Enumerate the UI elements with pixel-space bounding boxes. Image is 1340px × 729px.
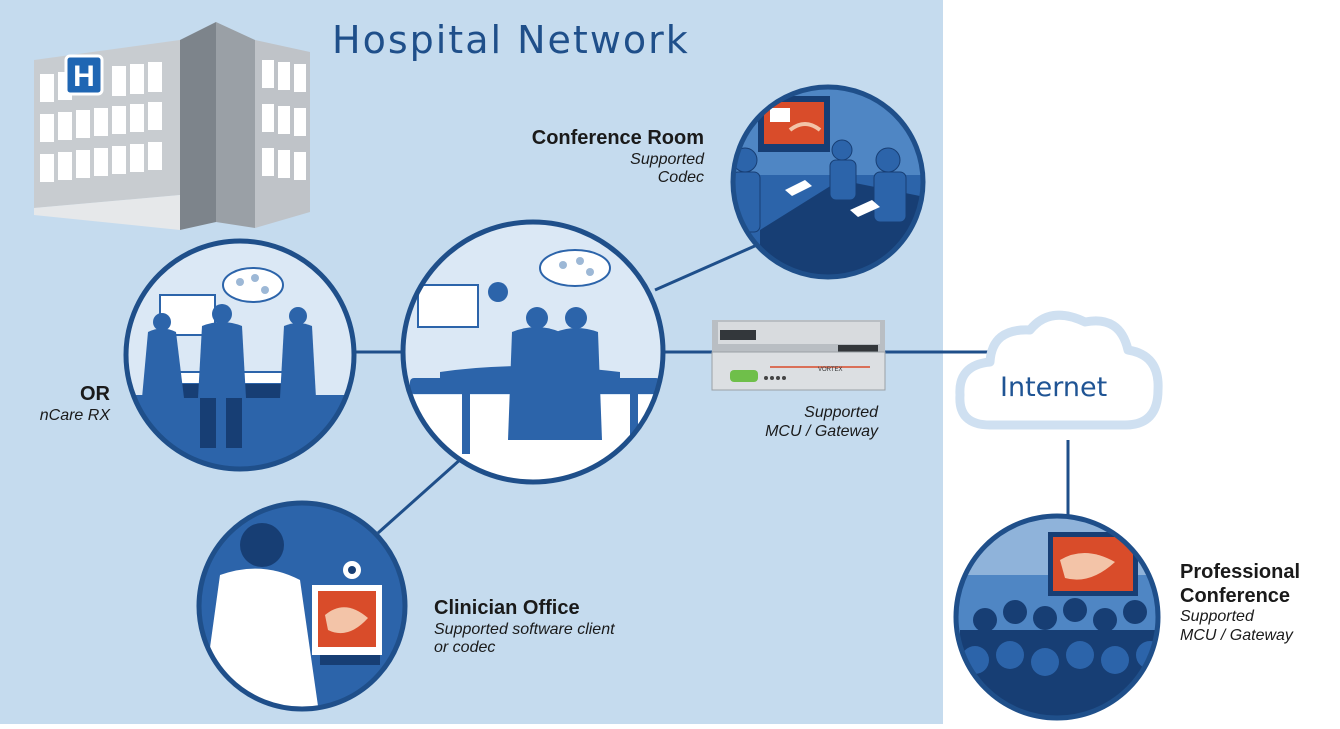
professional-conference-circle	[953, 513, 1161, 721]
professional-conference-subtitle-line2: MCU / Gateway	[1180, 627, 1293, 645]
page-title: Hospital Network	[332, 18, 690, 62]
operating-room-circle	[400, 219, 666, 485]
hospital-building-icon: H	[34, 22, 310, 230]
clinician-office-title: Clinician Office	[434, 597, 580, 619]
mcu-brand-text: VORTEX	[818, 367, 843, 373]
connection-lines	[354, 243, 1070, 535]
professional-conference-subtitle-line1: Supported	[1180, 608, 1254, 626]
conference-room-subtitle-line1: Supported	[630, 150, 704, 168]
conference-room-subtitle-line2: Codec	[657, 169, 704, 187]
or-title: OR	[80, 383, 110, 405]
conference-room-label: Conference Room Supported Codec	[440, 127, 704, 188]
mcu-gateway-device: VORTEX	[711, 320, 886, 391]
internet-cloud-icon	[955, 310, 1163, 430]
conference-room-title: Conference Room	[531, 127, 704, 149]
or-subtitle: nCare RX	[39, 406, 110, 424]
clinician-office-circle	[196, 500, 408, 712]
or-circle	[123, 238, 357, 472]
mcu-subtitle-line1: Supported	[804, 404, 878, 421]
or-label: OR nCare RX	[10, 383, 110, 425]
professional-conference-title-line2: Conference	[1180, 584, 1291, 607]
professional-conference-title-line1: Professional	[1180, 561, 1301, 583]
mcu-subtitle-line2: MCU / Gateway	[765, 422, 878, 440]
conference-room-circle	[730, 84, 926, 280]
mcu-label: Supported MCU / Gateway	[690, 404, 878, 442]
internet-label: Internet	[1000, 372, 1108, 403]
clinician-office-subtitle-line2: or codec	[434, 639, 496, 657]
clinician-office-subtitle-line1: Supported software client	[434, 620, 615, 638]
clinician-office-label: Clinician Office Supported software clie…	[434, 597, 694, 658]
hospital-sign-letter: H	[73, 60, 95, 93]
professional-conference-label: Professional Conference Supported MCU / …	[1180, 561, 1338, 646]
